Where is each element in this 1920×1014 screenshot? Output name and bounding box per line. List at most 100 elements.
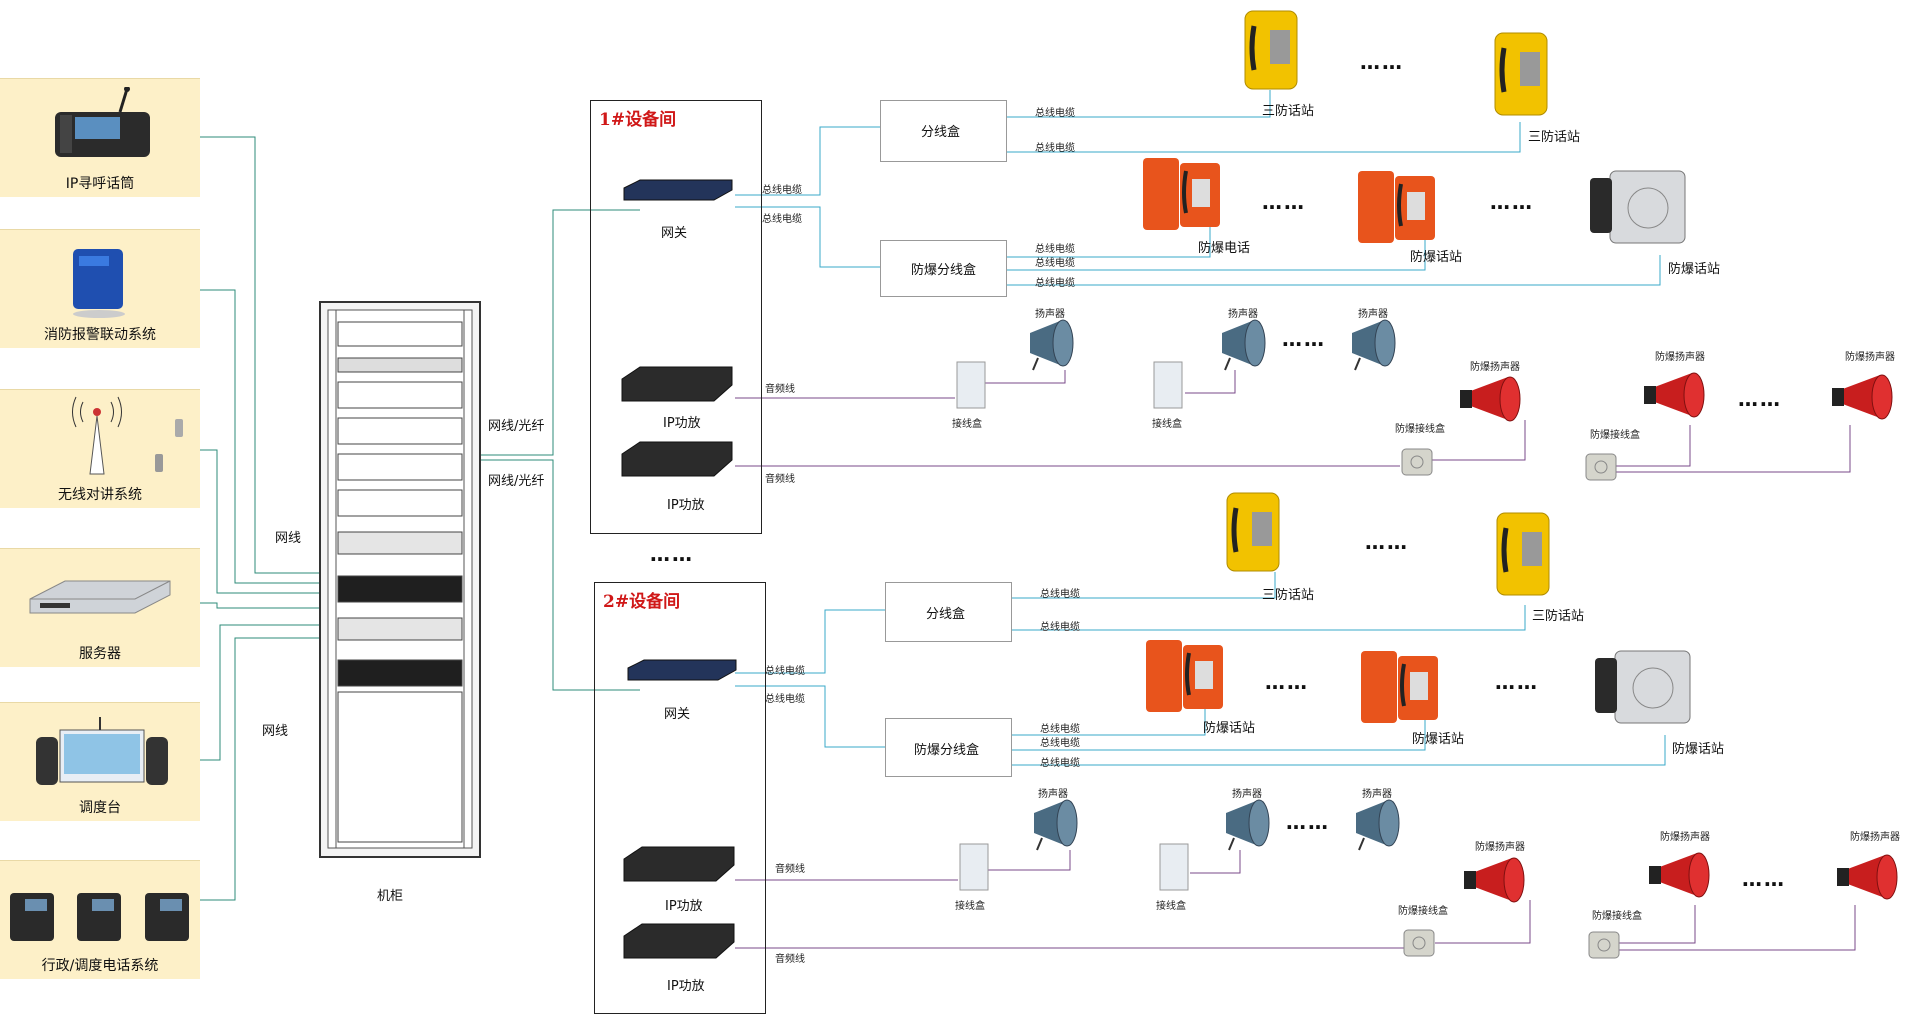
system-label: 消防报警联动系统 — [44, 327, 156, 343]
junction-box: 分线盒 — [885, 582, 1012, 642]
dispatch-console-icon — [36, 717, 168, 785]
wire-label: 总线电缆 — [762, 214, 802, 225]
gateway-icon — [627, 659, 737, 681]
wire-label: 总线电缆 — [1040, 724, 1080, 735]
ex-speaker-label: 防爆扬声器 — [1655, 352, 1705, 363]
horn-speaker-icon — [1352, 319, 1396, 371]
wire-label: 网线/光纤 — [488, 419, 545, 434]
amp-label: IP功放 — [667, 979, 705, 994]
ex-junction-box: 防爆分线盒 — [885, 718, 1012, 777]
junction-label: 分线盒 — [921, 125, 961, 140]
wire-label: 总线电缆 — [1035, 108, 1075, 119]
system-label: IP寻呼话筒 — [65, 176, 135, 192]
junction-box: 分线盒 — [880, 100, 1007, 162]
ex-speaker-label: 防爆扬声器 — [1845, 352, 1895, 363]
orange-phone-station-icon — [1361, 651, 1438, 723]
wire-label: 总线电缆 — [1035, 143, 1075, 154]
ex-phone-label: 防爆电话 — [1198, 241, 1251, 256]
horn-speaker-icon — [1222, 319, 1266, 371]
red-horn-speaker-icon — [1649, 852, 1710, 898]
ex-speaker-label: 防爆扬声器 — [1850, 832, 1900, 843]
cabinet-rack — [319, 301, 481, 858]
system-label: 行政/调度电话系统 — [41, 958, 159, 974]
terminal-label: 接线盒 — [955, 901, 985, 912]
wire-label: 总线电缆 — [1035, 244, 1075, 255]
wire-label: 网线/光纤 — [488, 474, 545, 489]
ellipsis: …… — [1265, 670, 1309, 694]
station-label: 三防话站 — [1532, 609, 1585, 624]
ex-junction-label: 防爆分线盒 — [914, 743, 980, 758]
gateway-label: 网关 — [664, 707, 691, 722]
explosion-proof-phone-icon — [1590, 170, 1686, 244]
room-title: 2#设备间 — [603, 592, 681, 612]
cabinet-label: 机柜 — [377, 889, 404, 904]
ellipsis: …… — [1495, 670, 1539, 694]
speaker-label: 扬声器 — [1035, 309, 1065, 320]
system-ip-paging: IP寻呼话筒 — [0, 78, 200, 197]
office-phones-icon — [10, 893, 189, 941]
ex-phone-label: 防爆话站 — [1668, 262, 1721, 277]
amp-label: IP功放 — [665, 899, 703, 914]
wire-label: 总线电缆 — [765, 694, 805, 705]
server-icon — [29, 580, 171, 614]
ex-terminal-label: 防爆接线盒 — [1592, 911, 1642, 922]
ex-phone-label: 防爆话站 — [1672, 742, 1725, 757]
ip-amplifier-icon — [623, 923, 735, 959]
ex-speaker-label: 防爆扬声器 — [1470, 362, 1520, 373]
ex-speaker-label: 防爆扬声器 — [1475, 842, 1525, 853]
horn-speaker-icon — [1356, 799, 1400, 851]
ip-paging-microphone-icon — [55, 87, 150, 157]
ip-amplifier-icon — [623, 846, 735, 882]
orange-phone-station-icon — [1143, 158, 1220, 230]
ex-terminal-box-icon — [1403, 929, 1435, 957]
gateway-label: 网关 — [661, 226, 688, 241]
ex-junction-label: 防爆分线盒 — [911, 263, 977, 278]
wire-label: 总线电缆 — [1040, 622, 1080, 633]
ex-speaker-label: 防爆扬声器 — [1660, 832, 1710, 843]
ex-phone-label: 防爆话站 — [1410, 250, 1463, 265]
ex-terminal-label: 防爆接线盒 — [1590, 430, 1640, 441]
orange-phone-station-icon — [1358, 171, 1435, 243]
wire-label: 总线电缆 — [1040, 758, 1080, 769]
fire-alarm-linkage-icon — [73, 249, 125, 318]
red-horn-speaker-icon — [1460, 376, 1521, 422]
station-label: 三防话站 — [1262, 588, 1315, 603]
ex-phone-label: 防爆话站 — [1203, 721, 1256, 736]
orange-phone-station-icon — [1146, 640, 1223, 712]
speaker-label: 扬声器 — [1362, 789, 1392, 800]
ex-terminal-box-icon — [1585, 453, 1617, 481]
room-title: 1#设备间 — [599, 110, 677, 130]
ex-terminal-label: 防爆接线盒 — [1395, 424, 1445, 435]
terminal-label: 接线盒 — [1152, 419, 1182, 430]
terminal-box-icon — [959, 843, 989, 891]
ex-junction-box: 防爆分线盒 — [880, 240, 1007, 297]
wire-label: 总线电缆 — [1040, 589, 1080, 600]
ex-terminal-box-icon — [1588, 931, 1620, 959]
equipment-room-1: 1#设备间 — [590, 100, 762, 534]
explosion-proof-phone-icon — [1595, 650, 1691, 724]
speaker-label: 扬声器 — [1232, 789, 1262, 800]
system-label: 无线对讲系统 — [58, 487, 142, 503]
system-office-phones: 行政/调度电话系统 — [0, 860, 200, 979]
wireless-intercom-tower-icon — [72, 396, 183, 475]
ellipsis: …… — [1286, 810, 1330, 834]
amp-label: IP功放 — [663, 416, 701, 431]
system-fire-alarm: 消防报警联动系统 — [0, 229, 200, 348]
system-server: 服务器 — [0, 548, 200, 667]
junction-label: 分线盒 — [926, 607, 966, 622]
wire-label: 总线电缆 — [765, 666, 805, 677]
red-horn-speaker-icon — [1464, 857, 1525, 903]
terminal-label: 接线盒 — [1156, 901, 1186, 912]
ex-terminal-box-icon — [1401, 448, 1433, 476]
yellow-phone-station-icon — [1496, 512, 1550, 596]
red-horn-speaker-icon — [1837, 854, 1898, 900]
speaker-label: 扬声器 — [1038, 789, 1068, 800]
system-wireless-intercom: 无线对讲系统 — [0, 389, 200, 508]
terminal-box-icon — [1159, 843, 1189, 891]
red-horn-speaker-icon — [1644, 372, 1705, 418]
wire-label: 总线电缆 — [762, 185, 802, 196]
ellipsis: …… — [650, 542, 694, 566]
wire-label: 总线电缆 — [1040, 738, 1080, 749]
system-label: 调度台 — [79, 800, 121, 816]
